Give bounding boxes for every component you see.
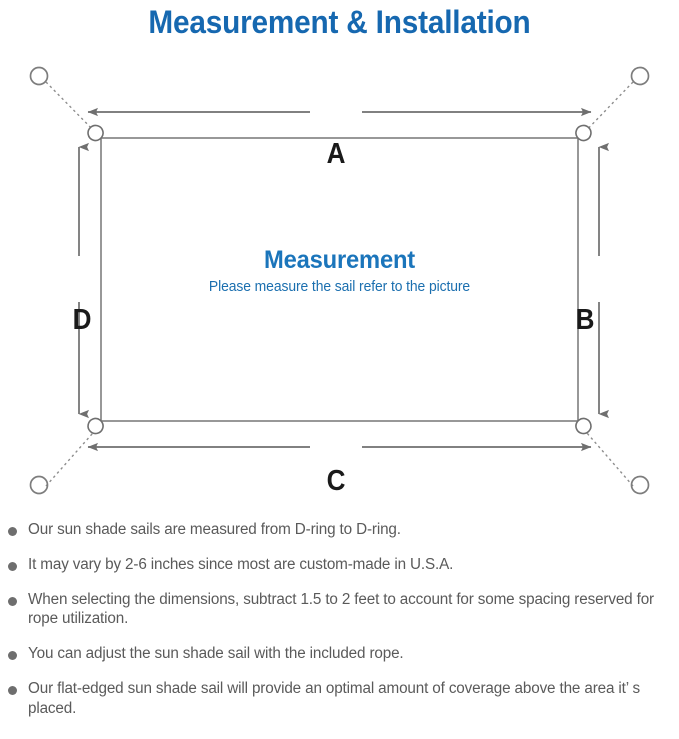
d-ring-bottom-right <box>575 417 592 435</box>
dimension-arrows <box>78 107 609 452</box>
sail-measurement-diagram: Measurement Please measure the sail refe… <box>0 44 679 514</box>
rope-line-bottom-left <box>45 424 101 487</box>
title-bar: Measurement & Installation <box>0 0 679 44</box>
bullet-icon <box>8 596 17 606</box>
bullet-icon <box>8 651 17 661</box>
anchor-ring-bottom-right <box>630 475 650 495</box>
list-item: Our flat-edged sun shade sail will provi… <box>0 679 679 719</box>
d-ring-top-right <box>575 124 592 142</box>
note-text: You can adjust the sun shade sail with t… <box>28 645 404 663</box>
bullet-icon <box>8 686 17 696</box>
d-rings <box>87 124 592 435</box>
rope-line-bottom-right <box>579 424 634 487</box>
diagram-svg <box>29 66 650 495</box>
note-text: When selecting the dimensions, subtract … <box>28 590 654 628</box>
d-ring-top-left <box>87 124 104 142</box>
anchor-ring-top-left <box>29 66 49 86</box>
anchor-ring-top-right <box>630 66 650 86</box>
list-item: You can adjust the sun shade sail with t… <box>0 644 679 664</box>
note-text: Our flat-edged sun shade sail will provi… <box>28 680 641 717</box>
notes-list: Our sun shade sails are measured from D-… <box>0 520 679 734</box>
d-ring-bottom-left <box>87 417 104 435</box>
dimension-label-c: C <box>326 465 346 497</box>
note-text: It may vary by 2-6 inches since most are… <box>28 555 454 573</box>
bullet-icon <box>8 561 17 571</box>
dimension-label-a: A <box>326 138 346 170</box>
rope-line-top-left <box>45 81 101 138</box>
page-title: Measurement & Installation <box>148 4 531 40</box>
list-item: When selecting the dimensions, subtract … <box>0 590 679 630</box>
list-item: It may vary by 2-6 inches since most are… <box>0 555 679 575</box>
bullet-icon <box>8 527 17 536</box>
anchor-ring-bottom-left <box>29 475 49 495</box>
dimension-label-d: D <box>72 304 92 336</box>
anchor-rings <box>29 66 650 495</box>
sail-outline <box>100 137 579 422</box>
dimension-label-b: B <box>575 304 595 336</box>
note-text: Our sun shade sails are measured from D-… <box>28 521 401 538</box>
list-item: Our sun shade sails are measured from D-… <box>0 520 679 540</box>
